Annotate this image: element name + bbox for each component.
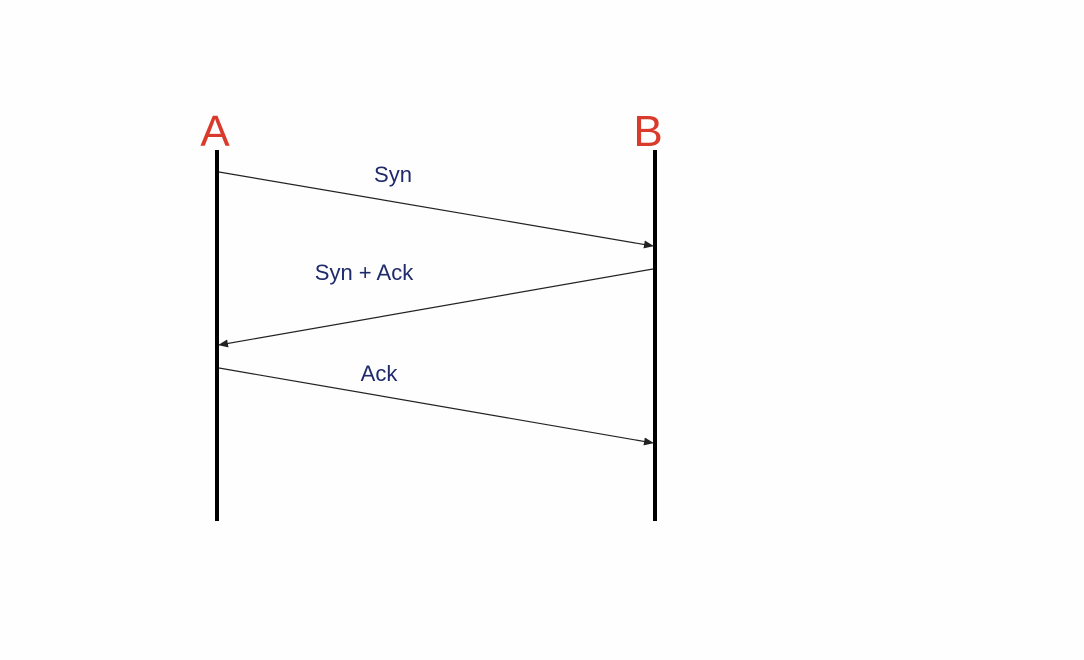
message-label-syn: Syn [374,162,412,187]
message-arrow-ack [218,367,654,446]
participant-b-label: B [633,107,662,156]
message-label-syn-ack: Syn + Ack [315,260,414,285]
message-arrow-syn-ack [218,268,654,348]
message-arrow-syn [218,171,654,249]
message-label-ack: Ack [361,361,399,386]
participant-a-label: A [200,107,230,156]
